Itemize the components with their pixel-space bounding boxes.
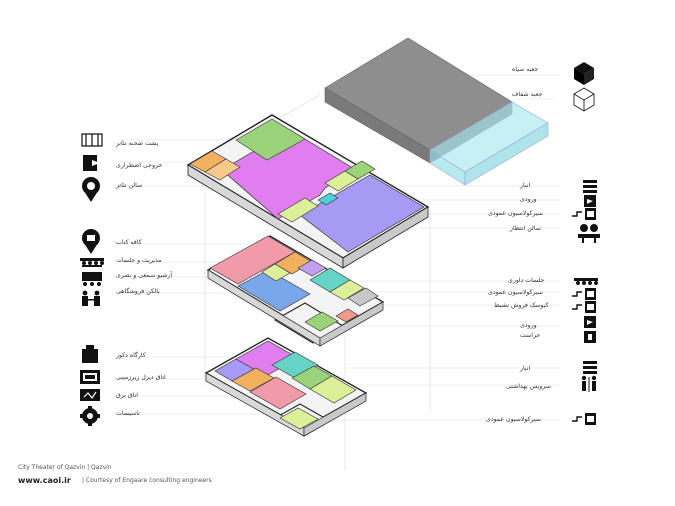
floor-middle: [206, 235, 385, 347]
floor-top: [186, 114, 430, 269]
label-vertical-circulation-mid: سیرکولاسیون عمودی: [488, 289, 543, 296]
label-entrance-mid: ورودی: [520, 322, 537, 329]
kiosk-icon: [572, 301, 596, 313]
archive-icon: [82, 272, 102, 286]
dimmer-room-icon: [80, 370, 100, 384]
label-active-kiosk: کیوسک فروش نشیط: [494, 302, 549, 309]
label-black-box: جعبه سیاه: [512, 66, 539, 73]
vertical-circulation-icon-low: [572, 413, 596, 425]
entrance-icon-mid: [584, 316, 596, 328]
emergency-exit-icon: [83, 155, 100, 171]
waiting-hall-icon: [578, 224, 600, 243]
management-icon: [80, 258, 104, 267]
storage-icon-top: [583, 180, 597, 193]
storage-icon-low: [583, 361, 597, 374]
wc-icon: [581, 375, 597, 392]
label-storage-top: انبار: [520, 182, 531, 189]
label-security: حراست: [520, 332, 541, 339]
security-icon: [584, 331, 596, 343]
black-cube-icon: [574, 62, 594, 85]
label-electrical-room: اتاق برق: [116, 392, 139, 399]
jury-meetings-icon: [574, 278, 598, 285]
vertical-circulation-icon-top: [572, 208, 596, 220]
label-entrance-top: ورودی: [520, 196, 537, 203]
gear-icon: [80, 406, 100, 426]
label-jury-meetings: جلسات داوری: [508, 277, 545, 284]
label-wc-service: سرویس بهداشتی: [506, 383, 551, 390]
decor-workshop-icon: [82, 345, 98, 363]
label-shop-balcony: بالکن فروشگاهی: [116, 288, 160, 295]
label-av-archive: آرشیو سمعی و بصری: [116, 272, 173, 279]
label-decor-workshop: کارگاه دکور: [116, 352, 146, 359]
theater-hall-icon: [82, 177, 100, 202]
floor-basement: [204, 337, 368, 437]
label-underground-dimmer: اتاق دیزل زیرزمینی: [116, 374, 166, 381]
courtesy-caption: | Courtesy of Engaare consulting enginee…: [82, 477, 212, 484]
label-book-cafe: کافه کتاب: [116, 239, 142, 246]
label-storage-low: انبار: [520, 365, 531, 372]
book-cafe-icon: [82, 229, 100, 254]
construction-lines: [120, 74, 560, 470]
shop-balcony-icon: [82, 290, 100, 306]
label-management: مدیریت و جلسات: [116, 257, 162, 264]
label-installations: تاسیسات: [116, 410, 140, 417]
vertical-circulation-icon-mid: [572, 288, 596, 300]
label-transparent-box: جعبه شفاف: [512, 91, 543, 98]
project-caption: City Theater of Qazvin | Qazvin: [18, 464, 112, 471]
label-backstage: پشت صحنه تئاتر: [116, 140, 159, 147]
backstage-icon: [81, 133, 103, 147]
entrance-icon-top: [584, 195, 596, 207]
electrical-room-icon: [80, 389, 100, 401]
transparent-box-volume: [429, 101, 549, 186]
site-link[interactable]: www.caoi.ir: [18, 476, 71, 485]
label-vertical-circulation-low: سیرکولاسیون عمودی: [486, 416, 541, 423]
transparent-cube-icon: [573, 87, 595, 112]
label-waiting-hall: سالن انتظار: [510, 225, 541, 232]
label-emergency-exit: خروجی اضطراری: [116, 162, 163, 169]
label-vertical-circulation-top: سیرکولاسیون عمودی: [488, 210, 543, 217]
label-theater-hall: سالن تئاتر: [116, 182, 143, 189]
